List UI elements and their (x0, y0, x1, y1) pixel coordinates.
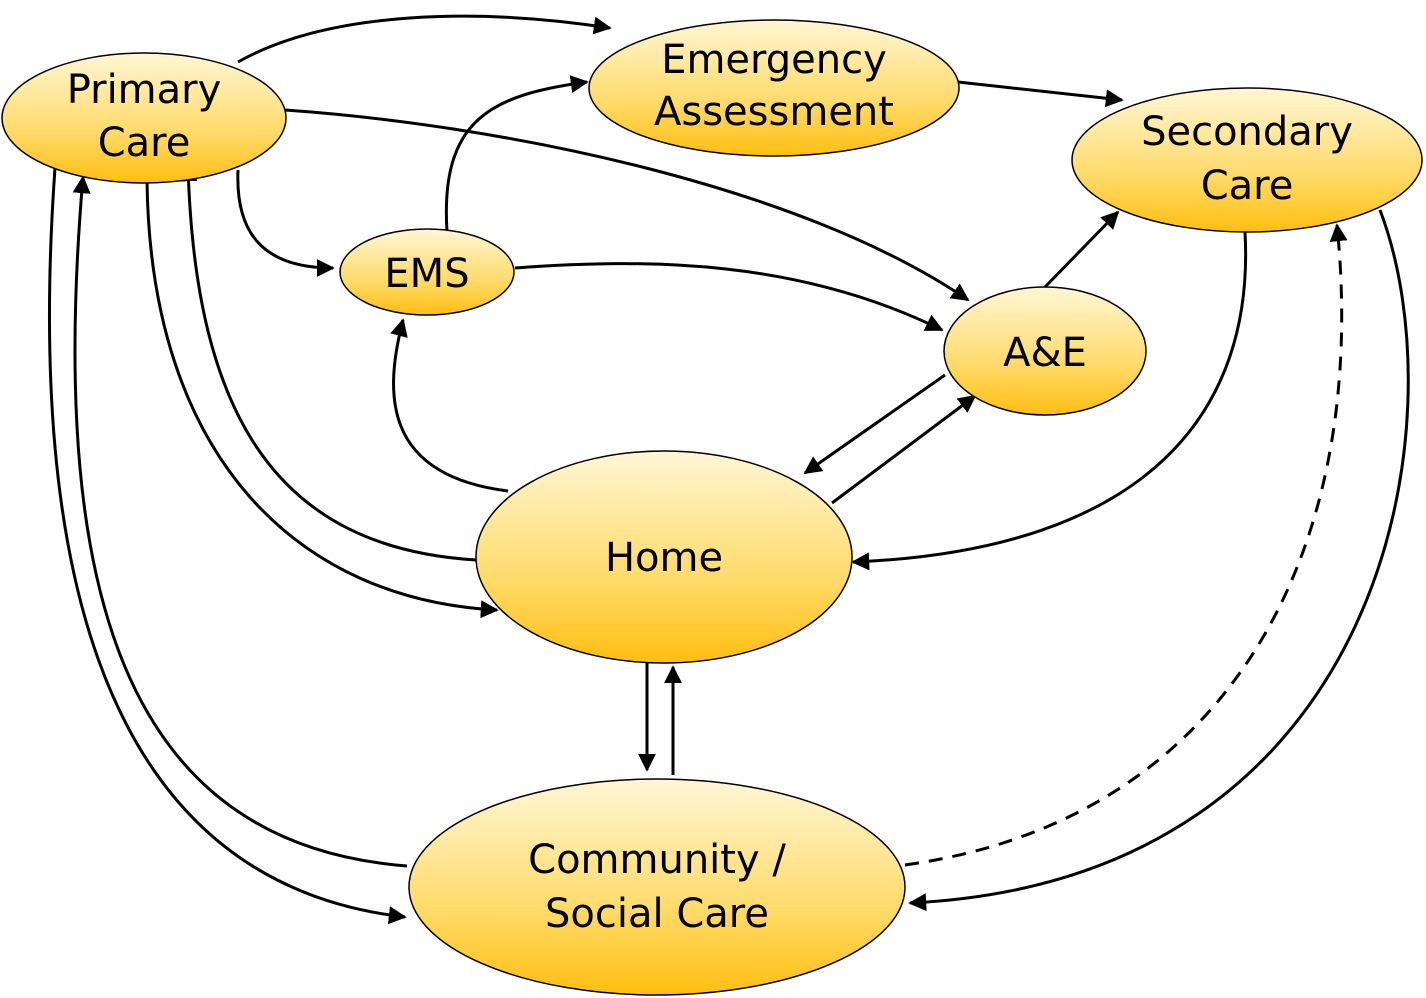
edge-ae-to-home (803, 373, 946, 475)
edge-primary-to-home (145, 179, 499, 619)
node-emergency-assessment-label-1: Emergency (661, 37, 887, 83)
node-emergency-assessment: Emergency Assessment (588, 19, 960, 157)
edges (47, 14, 1410, 925)
node-secondary-care: Secondary Care (1071, 87, 1423, 233)
node-primary-care-label-1: Primary (67, 67, 222, 113)
node-community-social-care-label-1: Community / (528, 837, 786, 883)
edge-primary-to-emergency (237, 14, 612, 64)
node-emergency-assessment-shape (588, 19, 960, 157)
edge-primary-to-ae (284, 108, 970, 302)
node-ae: A&E (943, 286, 1147, 416)
edge-community-to-secondary-dashed (904, 223, 1348, 867)
node-community-social-care-shape (408, 778, 906, 996)
node-primary-care-label-2: Care (98, 120, 191, 166)
edge-home-to-ae (831, 394, 977, 505)
node-community-social-care-label-2: Social Care (545, 891, 769, 937)
edge-home-to-primary (179, 163, 477, 562)
node-primary-care: Primary Care (1, 52, 287, 184)
node-home-label: Home (605, 535, 723, 581)
edge-secondary-to-home (851, 231, 1248, 571)
node-secondary-care-label-2: Care (1201, 163, 1294, 209)
edge-ems-to-emergency (444, 75, 589, 233)
edge-emergency-to-secondary (957, 80, 1124, 108)
node-ae-label: A&E (1003, 330, 1087, 376)
edge-secondary-to-community (908, 209, 1410, 912)
node-ems-shape (339, 228, 515, 316)
edge-primary-to-ems (236, 169, 335, 277)
edge-ae-to-secondary (1043, 210, 1120, 289)
node-secondary-care-label-1: Secondary (1141, 109, 1353, 155)
node-ems-label: EMS (384, 251, 469, 297)
node-ae-shape (943, 286, 1147, 416)
edge-primary-to-community (47, 167, 407, 925)
node-primary-care-shape (1, 52, 287, 184)
edge-ems-to-ae (514, 262, 944, 332)
node-home-shape (475, 450, 853, 664)
node-emergency-assessment-label-2: Assessment (654, 89, 894, 135)
node-secondary-care-shape (1071, 87, 1423, 233)
edge-home-to-ems (390, 318, 509, 493)
node-home: Home (475, 450, 853, 664)
node-community-social-care: Community / Social Care (408, 778, 906, 996)
edge-community-to-primary (72, 175, 408, 868)
node-ems: EMS (339, 228, 515, 316)
